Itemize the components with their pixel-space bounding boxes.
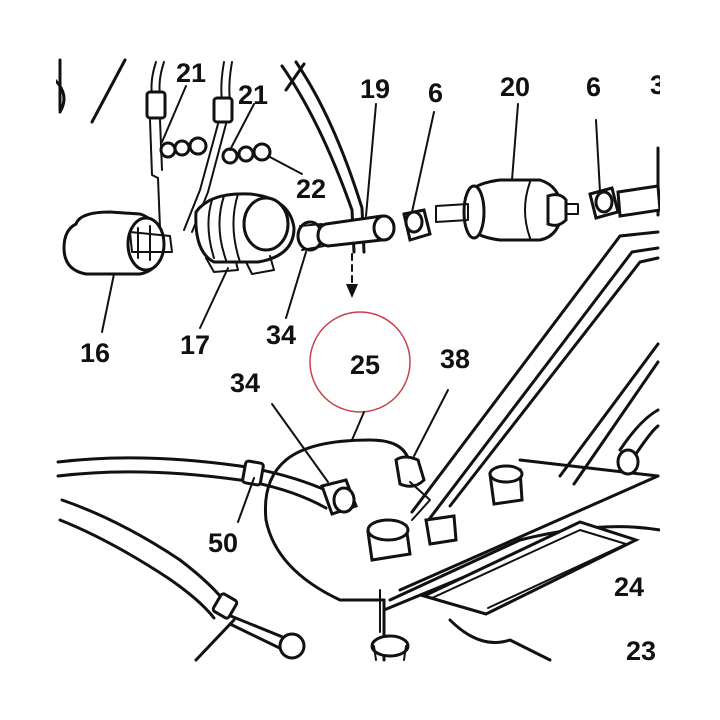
tank-fittings (366, 464, 524, 661)
label-50: 50 (208, 528, 238, 558)
label-17: 17 (180, 330, 210, 360)
label-34b: 34 (230, 368, 260, 398)
label-34a: 34 (266, 320, 296, 350)
vacuum-hoses (145, 60, 366, 254)
label-21a: 21 (176, 58, 206, 88)
label-6a: 6 (428, 78, 443, 108)
right-crop (660, 0, 720, 720)
label-24: 24 (614, 572, 644, 602)
highlight-circle (309, 311, 411, 413)
leader-lines (101, 85, 601, 633)
label-20: 20 (500, 72, 530, 102)
label-23: 23 (626, 636, 656, 666)
washers (159, 136, 272, 165)
fuel-rails (410, 230, 660, 520)
part-50-hose-fittings (211, 459, 306, 660)
label-6b: 6 (586, 72, 601, 102)
callout-labels: 21 21 19 6 20 6 3 22 16 17 34 25 38 34 5… (80, 58, 665, 666)
left-crop (0, 0, 56, 720)
label-16: 16 (80, 338, 110, 368)
label-38: 38 (440, 344, 470, 374)
label-21b: 21 (238, 80, 268, 110)
part-24-plate (419, 520, 640, 616)
label-22: 22 (296, 174, 326, 204)
part-19-hose (316, 214, 396, 248)
part-38-elbow (394, 455, 431, 521)
label-19: 19 (360, 74, 390, 104)
part-6-clamp-right (588, 184, 662, 220)
part-17-bracket (194, 192, 296, 275)
part-6-clamp-left (402, 208, 432, 242)
label-25: 25 (350, 350, 380, 380)
top-crop (0, 0, 720, 58)
part-16-canister (62, 210, 173, 276)
part-20-filter (435, 178, 579, 242)
part-34-clamp-lower (320, 478, 358, 516)
assembly-arrow (346, 253, 358, 298)
bottom-crop (0, 662, 720, 720)
